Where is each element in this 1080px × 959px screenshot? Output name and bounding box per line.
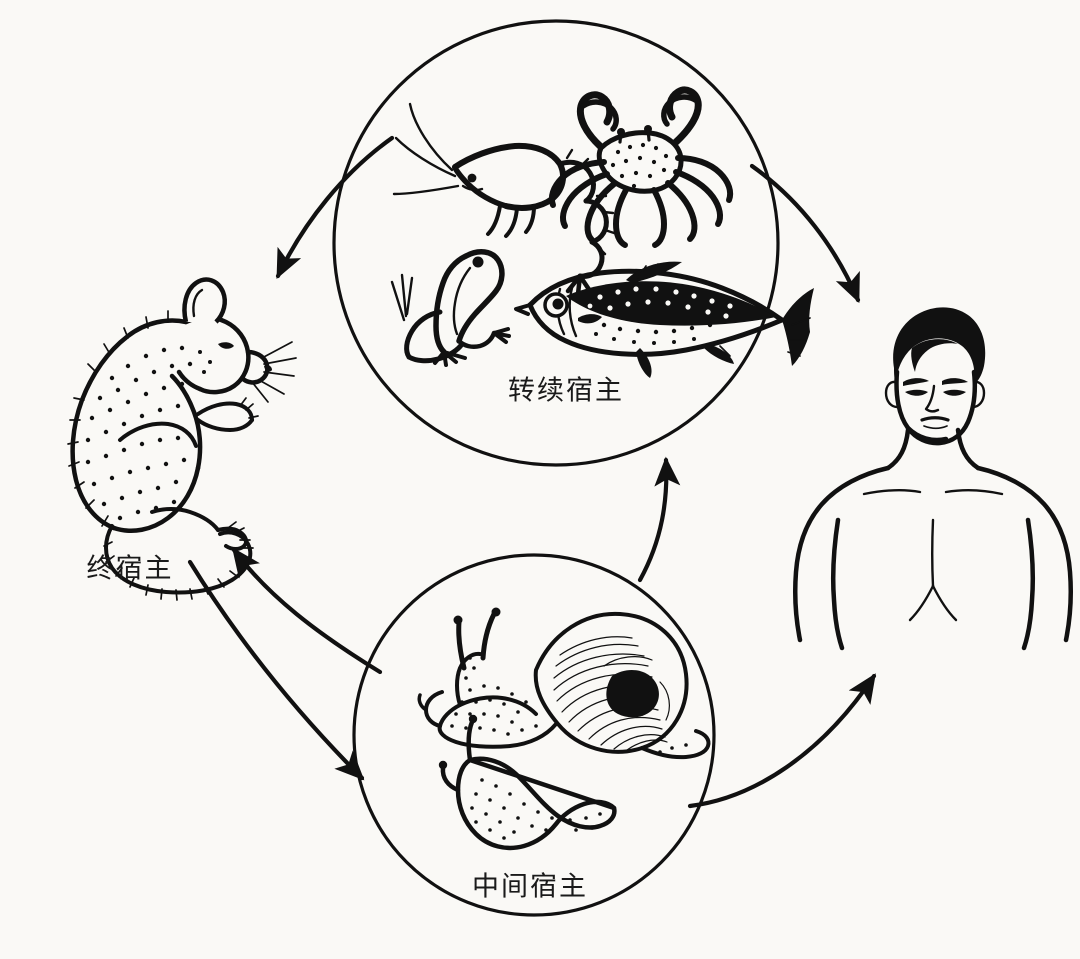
paratenic-host-circle (332, 19, 780, 467)
fish-icon (514, 261, 814, 378)
frog-icon (390, 249, 511, 367)
slug-icon (438, 714, 617, 851)
arrow-intermediate-to-rat (231, 547, 383, 675)
crab-icon (548, 86, 734, 248)
intermediate-host-circle (352, 553, 716, 917)
human-torso-icon (792, 307, 1074, 651)
intermediate-host-label: 中间宿主 (472, 872, 588, 903)
snail-icon (417, 607, 711, 760)
arrow-rat-to-intermediate (187, 559, 365, 781)
arrow-intermediate-to-human (687, 673, 877, 809)
definitive-host-label: 终宿主 (87, 554, 174, 585)
rat-icon: 终宿主 (67, 277, 297, 601)
arrow-layer (187, 135, 877, 809)
arrow-intermediate-to-paratenic (637, 456, 681, 583)
paratenic-host-label: 转续宿主 (508, 376, 624, 407)
arrow-paratenic-to-human (749, 163, 861, 304)
arrow-paratenic-to-rat (275, 135, 395, 280)
paratenic-host-group: 转续宿主 (332, 19, 814, 467)
shrimp-icon (392, 102, 616, 297)
intermediate-host-group: 中间宿主 (352, 553, 716, 917)
